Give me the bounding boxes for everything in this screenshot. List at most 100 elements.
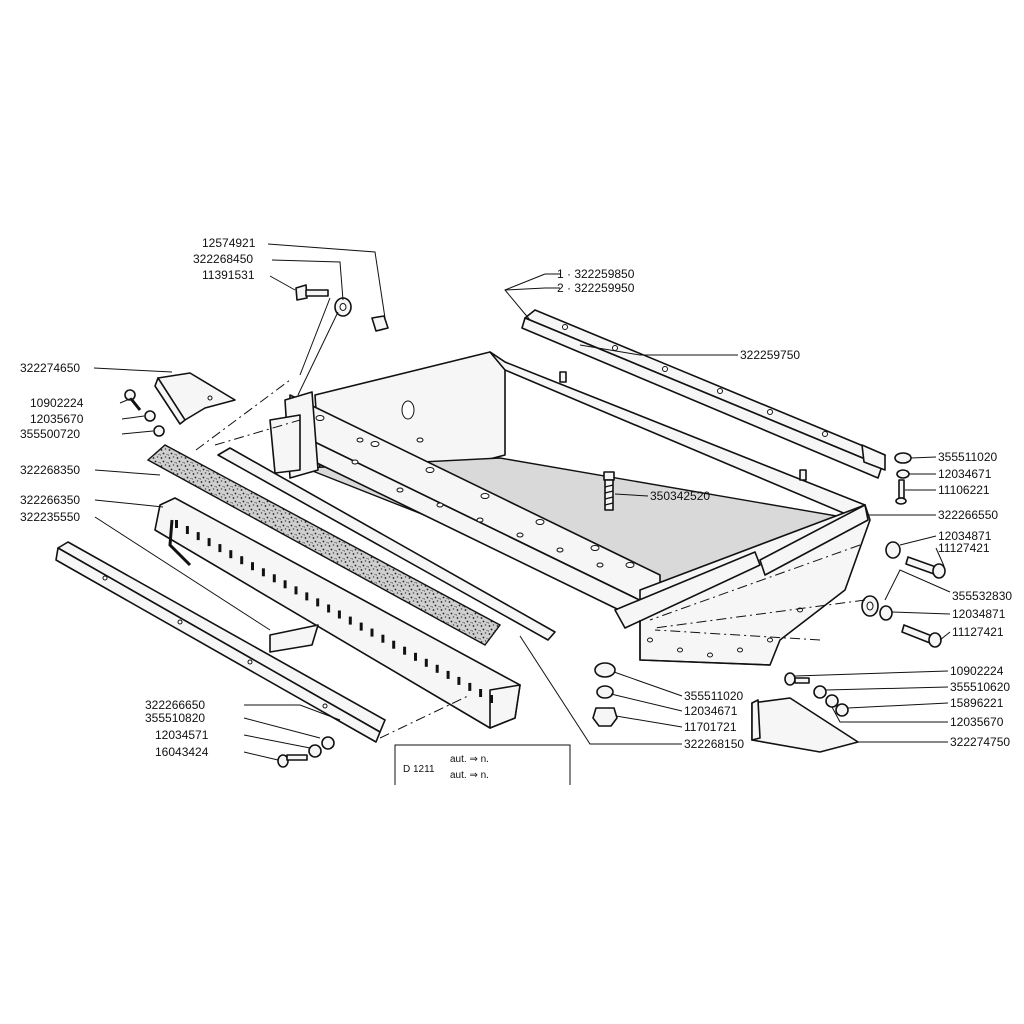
label-10902224-left: 10902224: [30, 396, 84, 410]
label-12035670-left: 12035670: [30, 412, 84, 426]
bar-slot: [175, 520, 178, 528]
label-12034571: 12034571: [155, 728, 209, 742]
bar-slot: [185, 526, 189, 534]
label-12574921: 12574921: [202, 236, 256, 250]
label-355511020-right: 355511020: [938, 450, 998, 464]
label-11127421-b: 11127421: [952, 625, 1004, 639]
label-11701721: 11701721: [684, 720, 737, 734]
bar-slot: [414, 652, 417, 661]
label-322268350: 322268350: [20, 463, 80, 477]
label-355532830: 355532830: [952, 589, 1012, 603]
top-angle-rail: [521, 309, 886, 479]
slotted-bar: [154, 497, 521, 729]
label-322259750: 322259750: [740, 348, 800, 362]
foam-strip: [146, 444, 502, 646]
bar-slot: [381, 634, 385, 643]
floor-holes: [351, 400, 803, 658]
bar-slot: [392, 640, 396, 649]
label-12035670-right: 12035670: [950, 715, 1004, 729]
label-12034671-right: 12034671: [938, 467, 992, 481]
bar-slot: [370, 628, 374, 637]
label-10902224-right: 10902224: [950, 664, 1004, 678]
bar-slot: [468, 682, 472, 691]
label-355500720: 355500720: [20, 427, 80, 441]
label-11127421-a: 11127421: [938, 541, 990, 555]
label-12034671-center: 12034671: [684, 704, 738, 718]
bolt-16043424: [277, 754, 308, 768]
bar-slot: [272, 574, 276, 583]
long-strip: [55, 541, 386, 743]
center-bolt: [603, 471, 615, 511]
washer-355511020-right: [894, 452, 912, 464]
washer-322268450: [334, 297, 352, 317]
washer-12035670-right: [825, 694, 839, 708]
bar-slot: [359, 622, 363, 631]
label-12034871-a: 12034871: [938, 529, 992, 543]
bar-slot: [196, 532, 200, 541]
main-trough-body: [269, 351, 871, 666]
note-code: D 1211: [403, 764, 435, 775]
note-box: D 1211 aut. ⇒ n. aut. ⇒ n.: [394, 744, 571, 785]
leader-lines: [93, 243, 951, 761]
washer-355510620: [813, 685, 827, 699]
bar-slot: [327, 604, 331, 613]
bar-slot: [261, 568, 265, 577]
washer-12034671-right: [896, 469, 910, 479]
label-322268450: 322268450: [193, 252, 253, 266]
label-11391531: 11391531: [202, 268, 255, 282]
screw-11106221: [895, 479, 907, 505]
washer-355532830: [861, 595, 879, 617]
label-322268150: 322268150: [684, 737, 744, 751]
washer-12034671-center: [596, 685, 614, 699]
washer-355511020-center: [594, 662, 616, 678]
nut-11701721: [592, 707, 618, 727]
label-322274650: 322274650: [20, 361, 80, 375]
nut-12574921: [371, 315, 389, 332]
label-355510620: 355510620: [950, 680, 1010, 694]
assembly-lines: [195, 297, 866, 739]
bar-slot: [446, 670, 450, 679]
bar-slot: [240, 556, 244, 565]
bolt-11127421-b: [901, 624, 942, 648]
label-11106221: 11106221: [938, 483, 990, 497]
left-bracket: [154, 372, 236, 425]
bar-slot: [403, 646, 407, 655]
washer-12034571: [308, 744, 322, 758]
bar-slot: [435, 664, 439, 673]
bar-slots: [175, 520, 493, 703]
bar-slot: [229, 550, 233, 559]
part-labels: 12574921 322268450 11391531 322274650 10…: [20, 236, 1012, 759]
small-bracket: [269, 624, 319, 653]
washer-12034871-b: [879, 605, 893, 621]
label-16043424: 16043424: [155, 745, 209, 759]
front-rail-holes: [315, 415, 635, 568]
left-washer-355500720: [153, 425, 165, 437]
bar-slot: [479, 689, 483, 697]
bar-slot: [337, 610, 341, 619]
washer-355510820: [321, 736, 335, 750]
bar-slot: [457, 676, 461, 685]
label-322259850: 1 · 322259850: [557, 267, 635, 281]
bolt-11127421-a: [905, 556, 946, 579]
nut-15896221: [835, 703, 849, 717]
bar-slot: [294, 586, 298, 595]
label-12034871-b: 12034871: [952, 607, 1006, 621]
left-washer-12035670: [144, 410, 156, 422]
flat-strip: [217, 447, 556, 641]
label-355510820: 355510820: [145, 711, 205, 725]
label-350342520: 350342520: [650, 489, 710, 503]
bolt-11391531: [295, 284, 329, 301]
bolt-10902224-right: [784, 672, 810, 686]
bar-slot: [251, 562, 254, 571]
bar-slot: [490, 695, 493, 703]
label-355511020-center: 355511020: [684, 689, 744, 703]
bar-slot: [218, 544, 222, 553]
bar-slot: [316, 598, 320, 607]
bar-slot: [283, 580, 287, 589]
label-322266550: 322266550: [938, 508, 998, 522]
right-bracket: [751, 697, 859, 753]
bar-slot: [348, 616, 352, 625]
label-322235550: 322235550: [20, 510, 80, 524]
washer-12034871-a: [885, 541, 901, 559]
